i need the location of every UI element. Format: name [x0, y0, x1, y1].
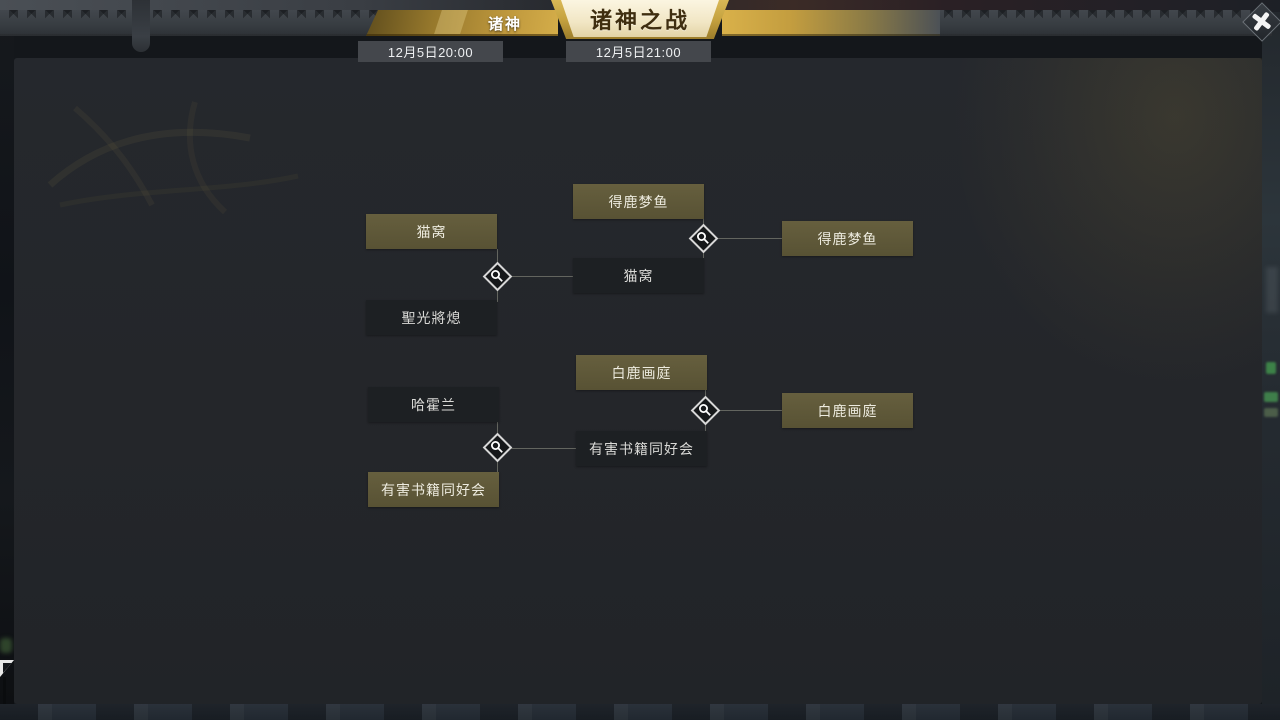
view-match-button-upper-r1[interactable]	[482, 261, 513, 292]
view-match-button-upper-r2[interactable]	[688, 223, 719, 254]
magnifier-icon	[697, 232, 709, 244]
team-slot-lower-r1-top: 哈霍兰	[368, 387, 499, 422]
bracket-line	[703, 238, 782, 239]
background-edge-bottom	[0, 704, 1280, 720]
tab-bar-gold-segment	[366, 10, 558, 36]
background-chat-text-speck	[1264, 392, 1278, 402]
schedule-time-round1: 12月5日20:00	[358, 41, 503, 62]
bracket-line	[705, 410, 782, 411]
team-slot-lower-r2-bottom: 有害书籍同好会	[576, 431, 707, 466]
team-slot-upper-r2-bottom: 猫窝	[573, 258, 704, 293]
team-slot-upper-r1-top: 猫窝	[366, 214, 497, 249]
background-edge-right	[1262, 12, 1280, 704]
title-plaque: 诸神之战	[551, 0, 729, 39]
magnifier-icon	[491, 270, 503, 282]
background-flag-pole	[3, 677, 6, 704]
magnifier-icon	[491, 441, 503, 453]
team-slot-lower-advancer: 白鹿画庭	[782, 393, 913, 428]
view-match-button-lower-r1[interactable]	[482, 432, 513, 463]
bracket-line	[497, 276, 573, 277]
background-foliage	[0, 638, 12, 653]
background-texture	[1266, 267, 1278, 313]
title-plaque-inner: 诸神之战	[561, 0, 719, 37]
team-slot-lower-r2-top: 白鹿画庭	[576, 355, 707, 390]
team-slot-lower-r1-bottom: 有害书籍同好会	[368, 472, 499, 507]
background-edge-left	[0, 12, 14, 704]
page-title: 诸神之战	[589, 7, 690, 34]
magnifier-icon	[699, 404, 711, 416]
close-icon	[1240, 0, 1280, 42]
tab-zhushen[interactable]: 诸神	[487, 15, 522, 33]
team-slot-upper-advancer: 得鹿梦鱼	[782, 221, 913, 256]
team-slot-upper-r2-top: 得鹿梦鱼	[573, 184, 704, 219]
close-button[interactable]	[1240, 0, 1280, 42]
schedule-time-round2: 12月5日21:00	[566, 41, 711, 62]
background-chat-text-speck	[1266, 362, 1276, 374]
background-chat-text-speck	[1264, 408, 1278, 417]
tab-bar-gold-fade	[722, 10, 940, 36]
bar-hanging-ornament	[132, 0, 150, 52]
team-slot-upper-r1-bottom: 聖光將熄	[366, 300, 497, 335]
view-match-button-lower-r2[interactable]	[690, 395, 721, 426]
top-bar-right-segment	[935, 10, 1272, 36]
bracket-line	[497, 448, 576, 449]
top-bar-left-segment	[0, 10, 378, 36]
